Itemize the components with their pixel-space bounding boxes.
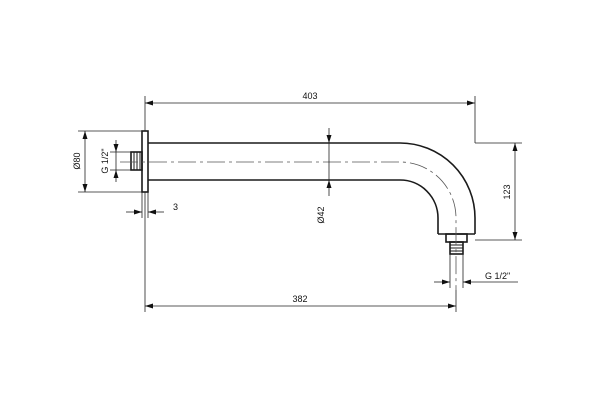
pipe-outline [148,142,476,234]
dimension-flange-thickness: 3 [126,192,178,218]
wall-flange [141,130,149,193]
overall-length-label: 403 [302,91,317,101]
drop-height-label: 123 [502,184,512,199]
dimension-flange-diameter: Ø80 [72,130,142,193]
dimension-pipe-diameter: Ø42 [316,128,332,224]
pipe-diameter-label: Ø42 [316,206,326,223]
dimension-wall-thread: G 1/2" [100,140,131,182]
flange-diameter-label: Ø80 [72,152,82,169]
dimension-overall-length: 403 [144,91,476,143]
shower-arm-body [120,130,476,290]
wall-thread-label: G 1/2" [100,148,110,173]
dimension-outlet-thread: G 1/2" [434,254,518,288]
dimension-wall-to-outlet: 382 [144,192,457,312]
dimension-drop-height: 123 [475,142,522,241]
wall-to-outlet-label: 382 [292,294,307,304]
flange-thickness-label: 3 [173,202,178,212]
outlet-thread-label: G 1/2" [485,271,510,281]
center-line [120,161,457,290]
outlet-collar [445,233,468,243]
